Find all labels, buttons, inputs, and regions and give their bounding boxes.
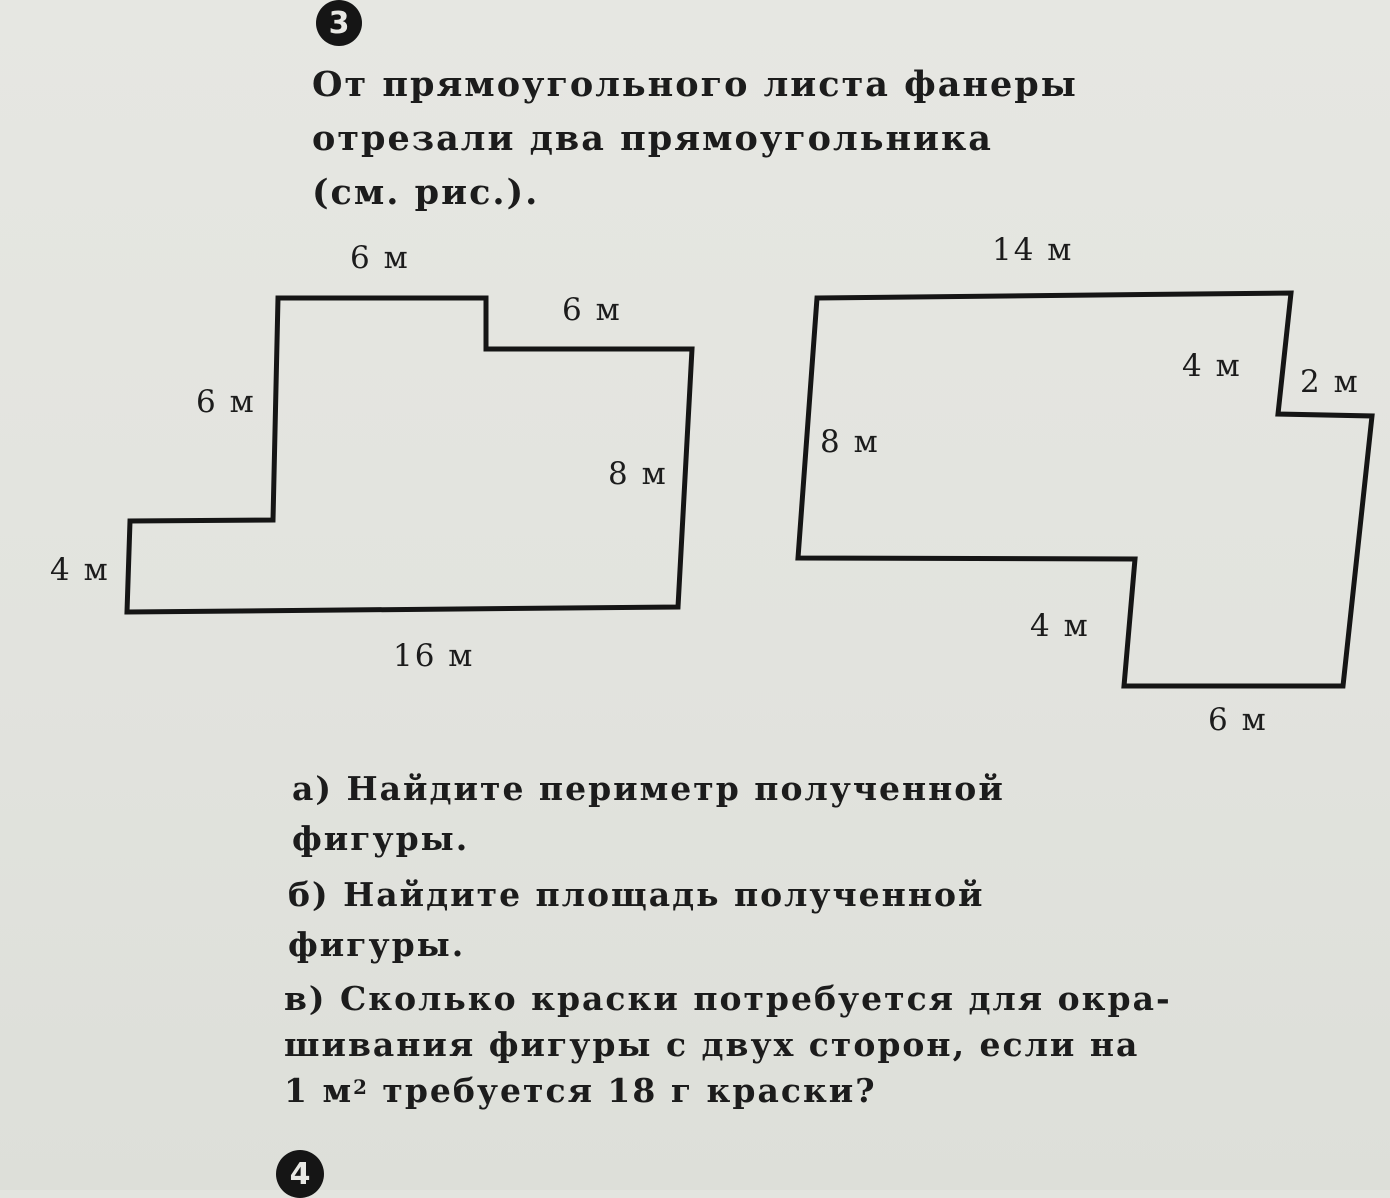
question-a-line: фигуры. <box>292 819 470 858</box>
task-number: 3 <box>328 5 350 41</box>
question-c: в) Сколько краски потребуется для окра- … <box>284 976 1172 1114</box>
left-right-side-dimension: 8 м <box>608 456 668 492</box>
task-intro: От прямоугольного листа фанеры отрезали … <box>312 58 1078 220</box>
right-top-dimension: 14 м <box>992 232 1074 268</box>
left-top-dimension: 6 м <box>350 240 410 276</box>
next-task-number: 4 <box>289 1156 311 1192</box>
right-figure-outline <box>795 290 1375 689</box>
right-notch-width-dimension: 4 м <box>1182 348 1242 384</box>
question-c-remainder: требуется 18 г краски? <box>368 1071 877 1110</box>
right-lower-step-dimension: 4 м <box>1030 608 1090 644</box>
question-c-last-line: 1 м2 требуется 18 г краски? <box>284 1068 1172 1114</box>
left-upper-side-dimension: 6 м <box>196 384 256 420</box>
next-task-number-badge: 4 <box>276 1150 324 1198</box>
question-c-line: в) Сколько краски потребуется для окра- <box>284 979 1172 1018</box>
question-c-unit: 1 м <box>284 1071 354 1110</box>
question-b-line: б) Найдите площадь полученной <box>288 875 985 914</box>
question-c-unit-power: 2 <box>353 1075 369 1099</box>
intro-line: отрезали два прямоугольника <box>312 118 993 159</box>
question-a: а) Найдите периметр полученной фигуры. <box>292 764 1005 864</box>
right-left-side-dimension: 8 м <box>820 424 880 460</box>
left-bottom-dimension: 16 м <box>393 638 475 674</box>
right-bottom-dimension: 6 м <box>1208 702 1268 738</box>
left-step-dimension: 6 м <box>562 292 622 328</box>
left-lower-side-dimension: 4 м <box>50 552 110 588</box>
left-figure-outline <box>124 295 695 615</box>
question-a-line: а) Найдите периметр полученной <box>292 769 1005 808</box>
task-number-badge: 3 <box>316 0 362 46</box>
question-b-line: фигуры. <box>288 925 466 964</box>
intro-line: (см. рис.). <box>312 172 540 213</box>
question-b: б) Найдите площадь полученной фигуры. <box>288 870 984 970</box>
right-notch-height-dimension: 2 м <box>1300 364 1360 400</box>
question-c-line: шивания фигуры с двух сторон, если на <box>284 1025 1140 1064</box>
intro-line: От прямоугольного листа фанеры <box>312 64 1078 105</box>
